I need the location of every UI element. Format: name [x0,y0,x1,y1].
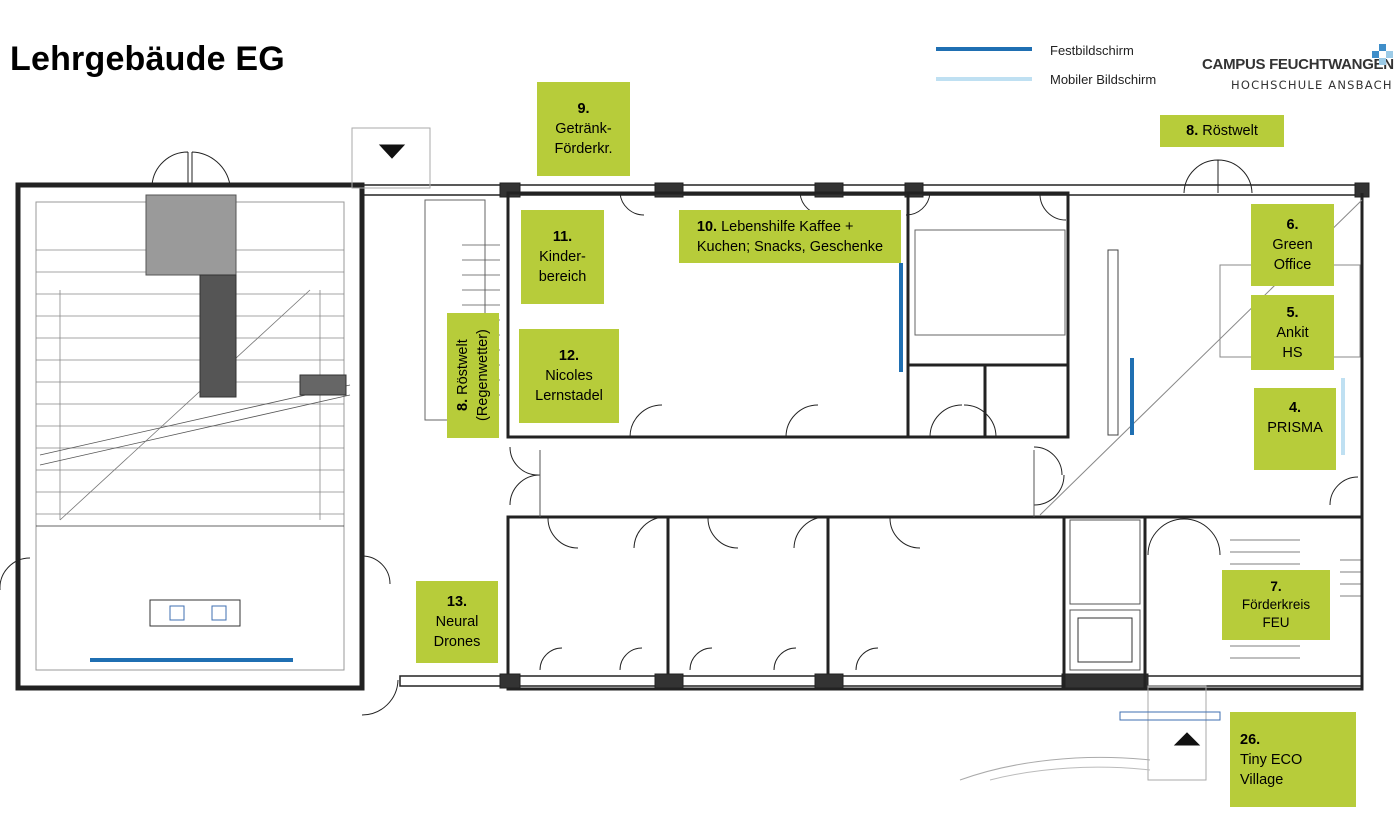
room-name: Kinder- bereich [538,249,587,285]
room-number: 11. [552,229,573,245]
room-11-label: 11. Kinder- bereich [521,210,604,304]
room-number: 4. [1288,400,1302,416]
room-name: Getränk- Förderkr. [554,121,613,157]
room-name: PRISMA [1267,420,1323,436]
room-6-label: 6. Green Office [1251,204,1334,286]
page-title: Lehrgebäude EG [10,40,285,78]
room-name: Röstwelt [1202,123,1258,139]
legend-mobile-label: Mobiler Bildschirm [1050,72,1157,87]
logo-mark-icon [1372,44,1393,65]
room-name: Nicoles Lernstadel [535,368,603,404]
room-number: 9. [577,101,590,117]
room-name: Ankit HS [1276,324,1309,361]
room-7-label: 7. Förderkreis FEU [1222,570,1330,640]
room-number: 7. [1270,579,1282,595]
room-5-label: 5. Ankit HS [1251,295,1334,370]
room-name: Tiny ECO Village [1240,751,1303,788]
room-name: Neural Drones [433,614,481,650]
room-text: 8. Röstwelt (Regenwetter) [453,330,493,422]
legend-fixed-swatch [936,47,1032,51]
room-number: 26. [1240,731,1261,748]
logo-name: CAMPUS FEUCHTWANGEN [1202,56,1394,73]
room-number: 5. [1286,304,1299,321]
room-4-label: 4. PRISMA [1254,388,1336,470]
legend-fixed-label: Festbildschirm [1050,43,1134,58]
room-8-label: 8. Röstwelt [1160,115,1284,147]
room-13-label: 13. Neural Drones [416,581,498,663]
room-8-rain-label: 8. Röstwelt (Regenwetter) [447,313,499,438]
room-number: 12. [558,348,580,364]
room-number: 8. [455,399,471,412]
room-10-label: 10. Lebenshilfe Kaffee + Kuchen; Snacks,… [679,210,901,263]
room-number: 8. [1186,123,1199,139]
legend-mobile-swatch [936,77,1032,81]
room-9-label: 9. Getränk- Förderkr. [537,82,630,176]
room-number: 10. [696,218,718,235]
room-text: 10. Lebenshilfe Kaffee + Kuchen; Snacks,… [697,217,883,257]
room-name: Lebenshilfe Kaffee + Kuchen; Snacks, Ges… [696,218,884,255]
hall-wall [15,182,365,691]
room-name: Förderkreis FEU [1241,597,1311,630]
room-number: 13. [446,594,468,610]
room-number: 6. [1286,217,1299,233]
logo-subtitle: HOCHSCHULE ANSBACH [1231,78,1393,92]
room-26-label: 26. Tiny ECO Village [1230,712,1356,807]
room-12-label: 12. Nicoles Lernstadel [519,329,619,423]
room-name: Green Office [1272,237,1313,273]
